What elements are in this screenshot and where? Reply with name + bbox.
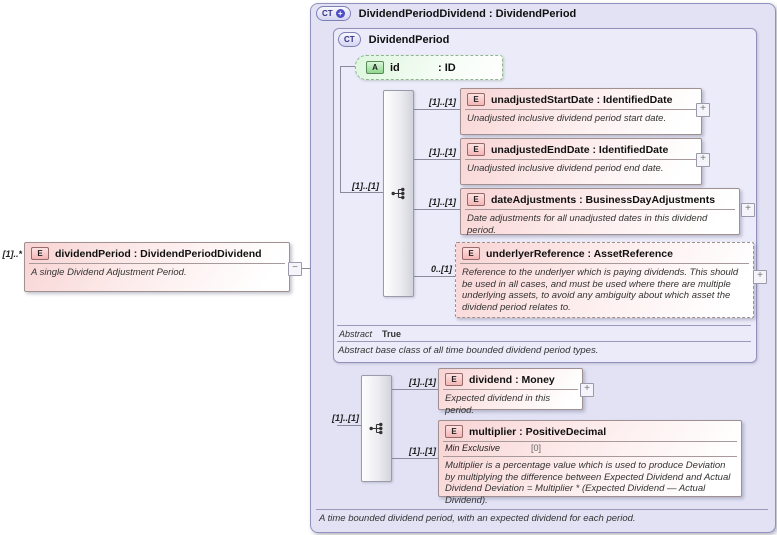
- attribute-id[interactable]: A id : ID: [355, 55, 503, 80]
- connector-line: [301, 268, 311, 269]
- facet-label: Min Exclusive: [445, 443, 501, 453]
- sequence-compositor-extension[interactable]: [361, 375, 392, 482]
- cardinality-label: [1]..[1]: [332, 413, 359, 423]
- element-header: E dividendPeriod : DividendPeriodDividen…: [25, 243, 289, 262]
- complextype-derived-icon: CT+: [316, 6, 351, 21]
- collapse-button[interactable]: −: [288, 262, 302, 276]
- cardinality-label: 0..[1]: [430, 264, 452, 274]
- element-annotation: Unadjusted inclusive dividend period sta…: [467, 113, 667, 124]
- expand-button[interactable]: +: [741, 203, 755, 217]
- divider: [29, 263, 285, 264]
- element-header: E underlyerReference : AssetReference: [456, 243, 753, 262]
- connector-line: [340, 66, 357, 67]
- element-title: multiplier : PositiveDecimal: [469, 425, 607, 438]
- element-icon: E: [467, 143, 485, 156]
- element-header: E dateAdjustments : BusinessDayAdjustmen…: [461, 189, 739, 208]
- base-ct-annotation: Abstract base class of all time bounded …: [338, 345, 599, 356]
- outer-ct-annotation: A time bounded dividend period, with an …: [319, 513, 636, 524]
- sequence-compositor-base[interactable]: [383, 90, 414, 297]
- element-annotation: Multiplier is a percentage value which i…: [445, 460, 731, 506]
- complextype-icon: CT: [338, 32, 361, 47]
- element-dividend[interactable]: E dividend : Money Expected dividend in …: [438, 368, 583, 416]
- connector-line: [413, 209, 460, 210]
- expand-button[interactable]: +: [696, 103, 710, 117]
- attribute-type: : ID: [438, 61, 456, 74]
- cardinality-label: [1]..[1]: [409, 446, 436, 456]
- connector-line: [340, 66, 341, 193]
- connector-line: [413, 276, 455, 277]
- divider: [460, 263, 749, 264]
- connector-line: [392, 389, 438, 390]
- divider: [443, 389, 578, 390]
- sequence-icon: [391, 187, 405, 200]
- facet-separator-bottom: [337, 341, 751, 342]
- derivation-plus-icon: +: [335, 9, 345, 18]
- expand-button[interactable]: +: [696, 153, 710, 167]
- element-icon: E: [445, 373, 463, 386]
- divider: [465, 159, 697, 160]
- element-unadjustedstartdate[interactable]: E unadjustedStartDate : IdentifiedDate U…: [460, 88, 702, 135]
- base-ct-header: CT DividendPeriod: [338, 32, 449, 47]
- connector-line: [340, 192, 383, 193]
- element-header: E unadjustedEndDate : IdentifiedDate: [461, 139, 701, 158]
- divider: [465, 209, 735, 210]
- cardinality-label: [1]..[1]: [429, 97, 456, 107]
- cardinality-label: [1]..[1]: [352, 181, 379, 191]
- base-ct-title: DividendPeriod: [368, 33, 450, 46]
- element-unadjustedenddate[interactable]: E unadjustedEndDate : IdentifiedDate Una…: [460, 138, 702, 185]
- cardinality-label: [1]..[1]: [409, 377, 436, 387]
- element-annotation: Expected dividend in this period.: [445, 393, 551, 416]
- element-multiplier[interactable]: E multiplier : PositiveDecimal Min Exclu…: [438, 420, 742, 506]
- element-dateadjustments[interactable]: E dateAdjustments : BusinessDayAdjustmen…: [460, 188, 740, 236]
- cardinality-label: [1]..[1]: [429, 147, 456, 157]
- element-title: unadjustedEndDate : IdentifiedDate: [491, 143, 669, 156]
- outer-ct-header: CT+ DividendPeriodDividend : DividendPer…: [316, 6, 576, 21]
- element-annotation: Unadjusted inclusive dividend period end…: [467, 163, 664, 174]
- abstract-facet-label: Abstract: [339, 329, 373, 339]
- element-icon: E: [467, 193, 485, 206]
- element-icon: E: [31, 247, 49, 260]
- element-header: E dividend : Money: [439, 369, 582, 388]
- element-icon: E: [467, 93, 485, 106]
- sequence-icon: [369, 422, 383, 435]
- element-title: unadjustedStartDate : IdentifiedDate: [491, 93, 673, 106]
- element-annotation: A single Dividend Adjustment Period.: [31, 267, 187, 278]
- element-title: underlyerReference : AssetReference: [486, 247, 673, 260]
- element-title: dateAdjustments : BusinessDayAdjustments: [491, 193, 716, 206]
- connector-line: [413, 159, 460, 160]
- attribute-name: id: [390, 61, 400, 74]
- connector-line: [413, 109, 460, 110]
- element-icon: E: [445, 425, 463, 438]
- abstract-facet-value: True: [382, 329, 402, 339]
- attribute-header: A id : ID: [356, 56, 502, 76]
- expand-button[interactable]: +: [753, 270, 767, 284]
- outer-ct-title: DividendPeriodDividend : DividendPeriod: [358, 7, 577, 20]
- facet-row: Min Exclusive [0]: [439, 443, 741, 455]
- element-title: dividend : Money: [469, 373, 555, 386]
- connector-line: [392, 458, 438, 459]
- element-annotation: Reference to the underlyer which is payi…: [462, 267, 739, 313]
- element-icon: E: [462, 247, 480, 260]
- divider: [443, 441, 737, 442]
- facet-separator-top: [337, 325, 751, 326]
- facet-value: [0]: [531, 443, 542, 453]
- element-header: E multiplier : PositiveDecimal: [439, 421, 741, 440]
- element-dividendperiod[interactable]: E dividendPeriod : DividendPeriodDividen…: [24, 242, 290, 292]
- element-underlyerreference[interactable]: E underlyerReference : AssetReference Re…: [455, 242, 754, 318]
- divider: [443, 456, 737, 457]
- element-title: dividendPeriod : DividendPeriodDividend: [55, 247, 262, 260]
- cardinality-label: [1]..[1]: [429, 197, 456, 207]
- element-annotation: Date adjustments for all unadjusted date…: [467, 213, 708, 236]
- divider: [465, 109, 697, 110]
- element-header: E unadjustedStartDate : IdentifiedDate: [461, 89, 701, 108]
- attribute-icon: A: [366, 61, 384, 74]
- cardinality-label: [1]..*: [2, 249, 22, 259]
- outer-annotation-separator: [316, 509, 768, 510]
- connector-line: [337, 425, 361, 426]
- expand-button[interactable]: +: [580, 383, 594, 397]
